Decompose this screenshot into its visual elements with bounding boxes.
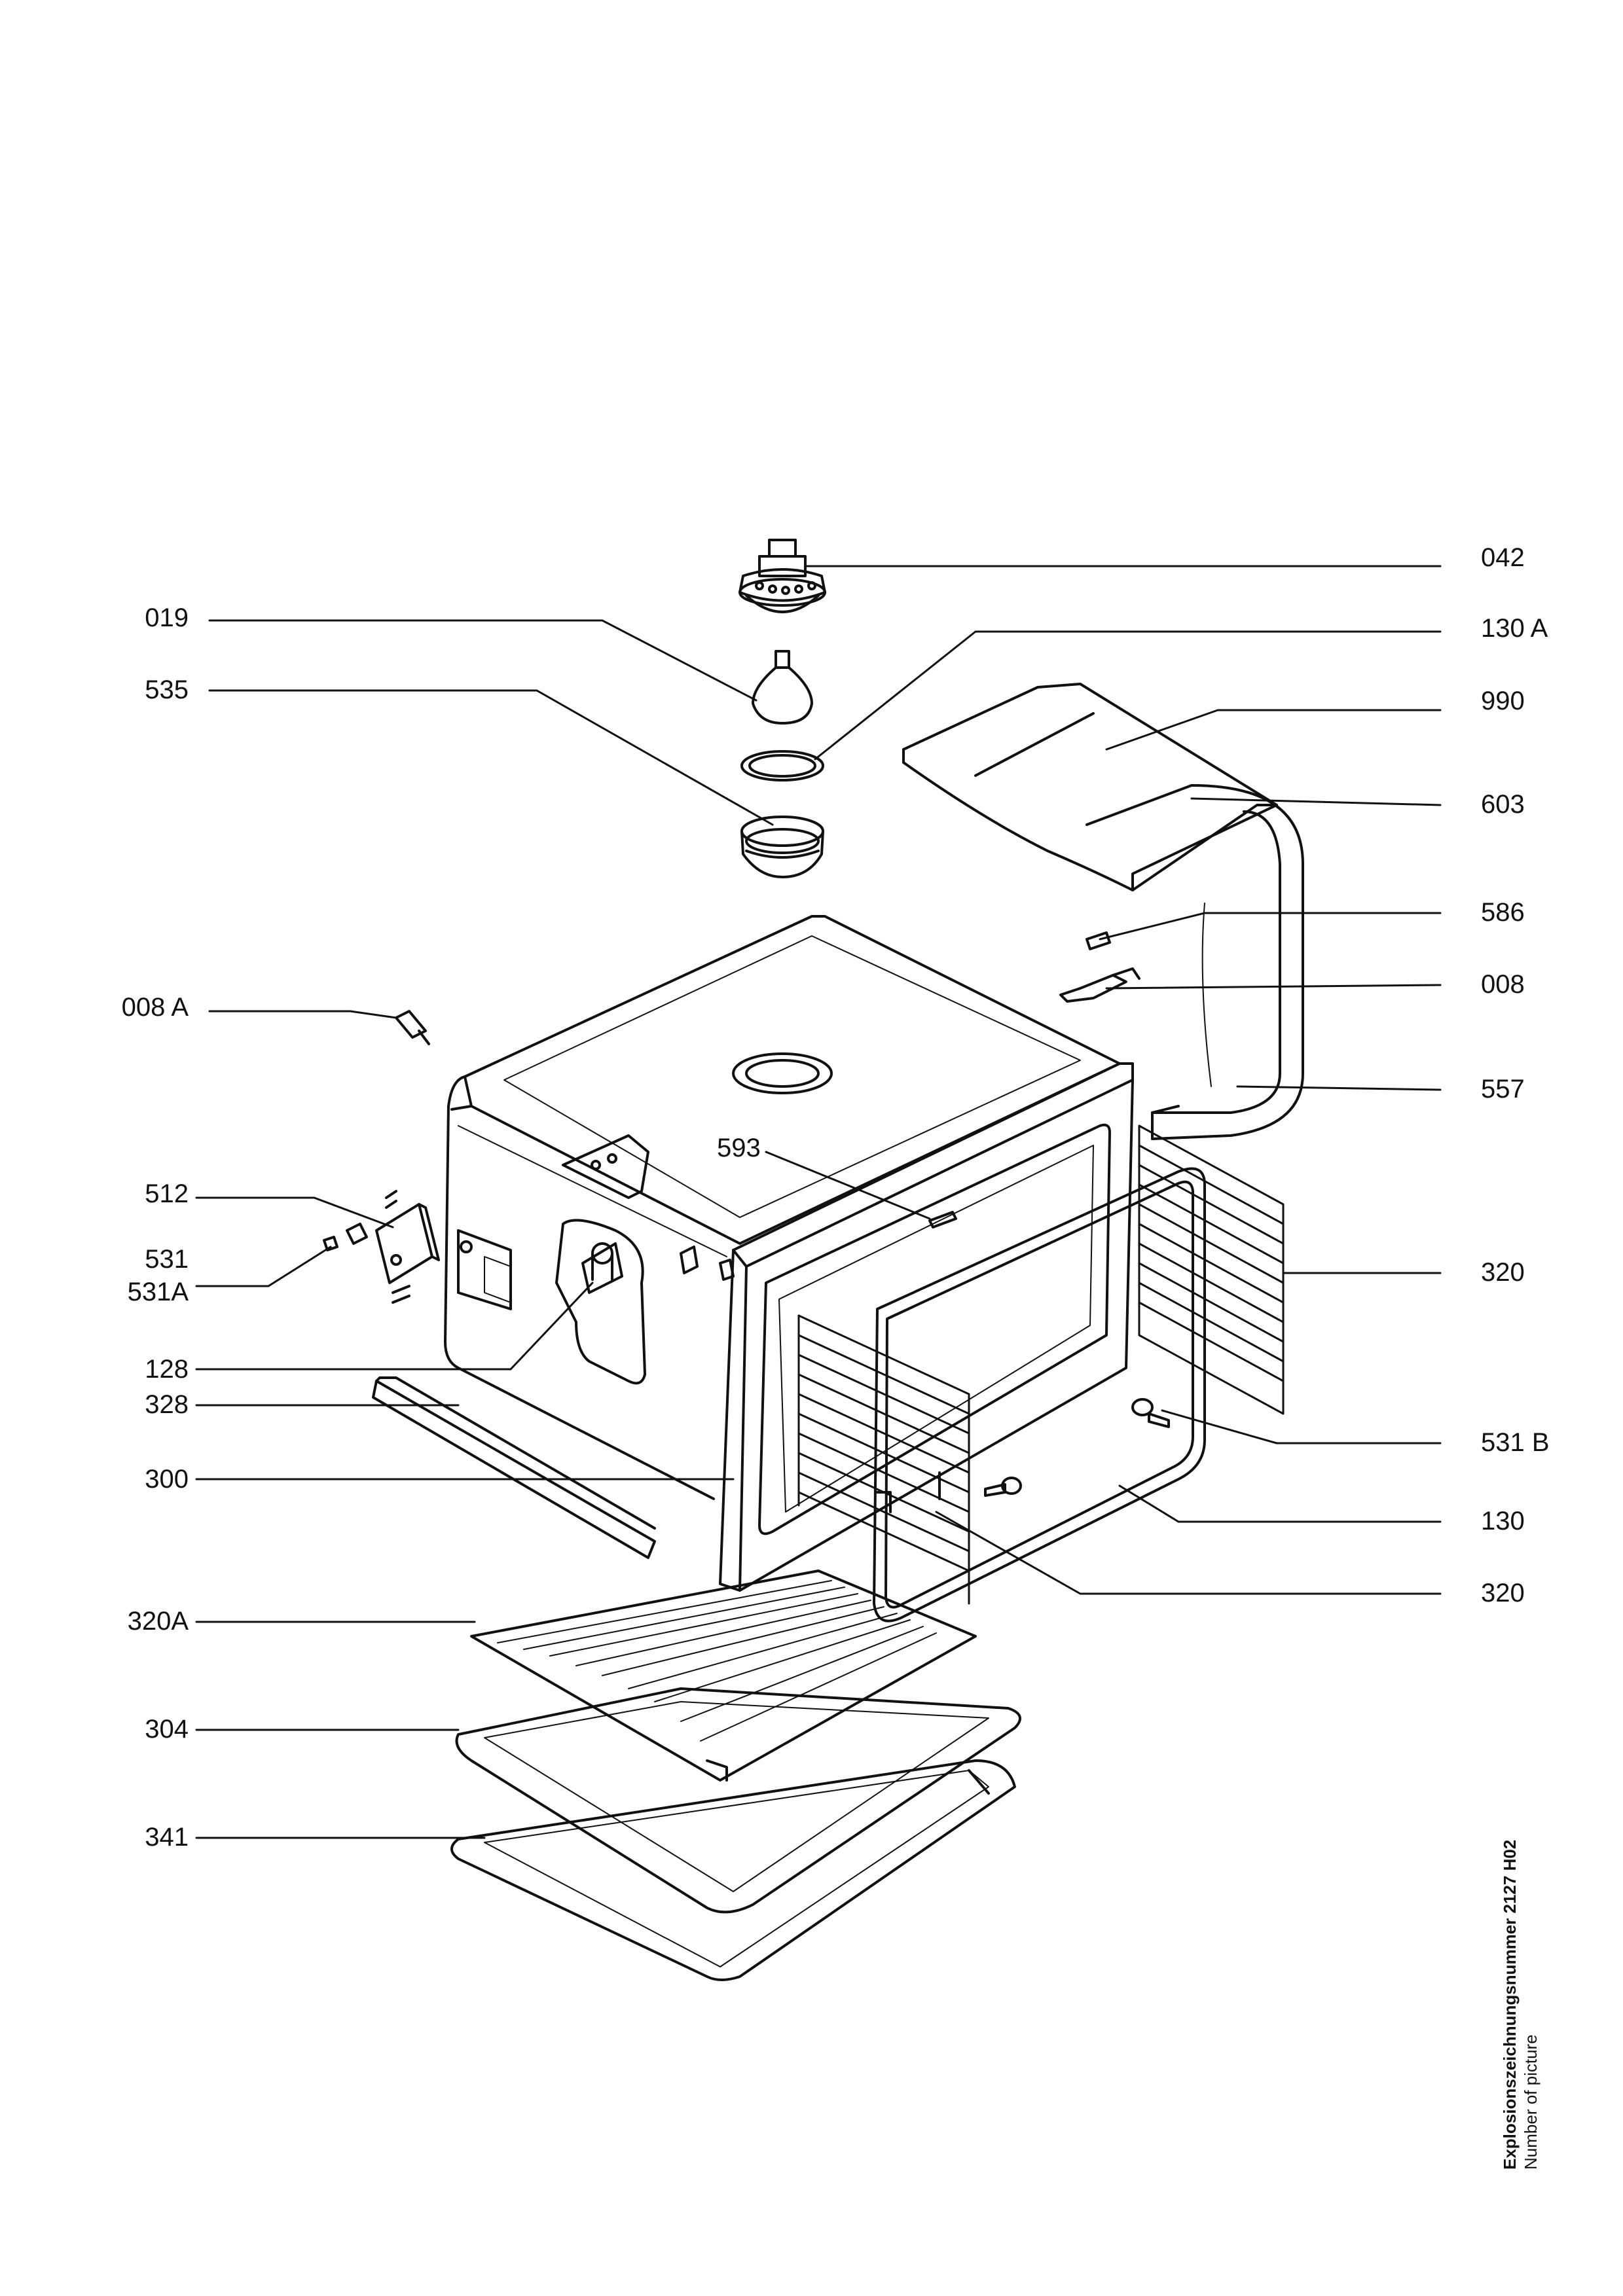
lamp-gasket-part bbox=[740, 750, 824, 781]
label-531b: 531 B bbox=[1481, 1428, 1550, 1457]
baking-tray-part bbox=[455, 1687, 1021, 1914]
label-320a: 320A bbox=[127, 1607, 189, 1636]
bracket-512-part bbox=[323, 1190, 440, 1304]
label-531a: 531A bbox=[127, 1278, 189, 1306]
label-586: 586 bbox=[1481, 898, 1525, 927]
shelf-support-left-part bbox=[797, 1314, 970, 1605]
label-341: 341 bbox=[145, 1823, 189, 1852]
heating-element-part bbox=[873, 1167, 1206, 1623]
label-300: 300 bbox=[145, 1465, 189, 1494]
label-557: 557 bbox=[1481, 1075, 1525, 1103]
label-130a: 130 A bbox=[1481, 614, 1548, 643]
label-531: 531 bbox=[145, 1245, 189, 1274]
label-603: 603 bbox=[1481, 790, 1525, 819]
caption-subtitle: Number of picture bbox=[1521, 2034, 1541, 2170]
deep-tray-part bbox=[450, 1759, 1016, 1981]
screw-593-part bbox=[928, 1211, 957, 1229]
shelf-support-right-part bbox=[1138, 1124, 1285, 1415]
label-019: 019 bbox=[145, 603, 189, 632]
label-328: 328 bbox=[145, 1390, 189, 1419]
connector-586-part bbox=[1085, 931, 1111, 950]
label-512: 512 bbox=[145, 1179, 189, 1208]
drawing-number-caption: Explosionszeichnungsnummer 2127 H02 Numb… bbox=[1499, 1712, 1571, 2170]
lamp-bulb-part bbox=[752, 650, 813, 725]
connector-008-part bbox=[1059, 967, 1140, 1003]
screw-531b-part bbox=[1131, 1398, 1170, 1428]
wire-rack-part bbox=[470, 1570, 977, 1782]
lamp-holder-part bbox=[740, 816, 824, 878]
label-128: 128 bbox=[145, 1355, 189, 1384]
lamp-cover-part bbox=[739, 539, 826, 613]
label-535: 535 bbox=[145, 675, 189, 704]
label-304: 304 bbox=[145, 1715, 189, 1744]
screw-front-part bbox=[984, 1477, 1022, 1497]
leader-lines bbox=[195, 565, 1442, 1839]
label-320-bottom: 320 bbox=[1481, 1579, 1525, 1607]
label-990: 990 bbox=[1481, 687, 1525, 715]
label-042: 042 bbox=[1481, 543, 1525, 572]
label-130: 130 bbox=[1481, 1507, 1525, 1535]
rail-328-part bbox=[372, 1376, 656, 1559]
caption-title: Explosionszeichnungsnummer 2127 H02 bbox=[1500, 1839, 1520, 2170]
screw-008a-part bbox=[395, 1010, 430, 1045]
label-320-top: 320 bbox=[1481, 1258, 1525, 1287]
label-008: 008 bbox=[1481, 970, 1525, 999]
label-593: 593 bbox=[717, 1134, 761, 1162]
oven-cavity-part bbox=[444, 915, 1134, 1592]
label-008a: 008 A bbox=[121, 993, 189, 1022]
